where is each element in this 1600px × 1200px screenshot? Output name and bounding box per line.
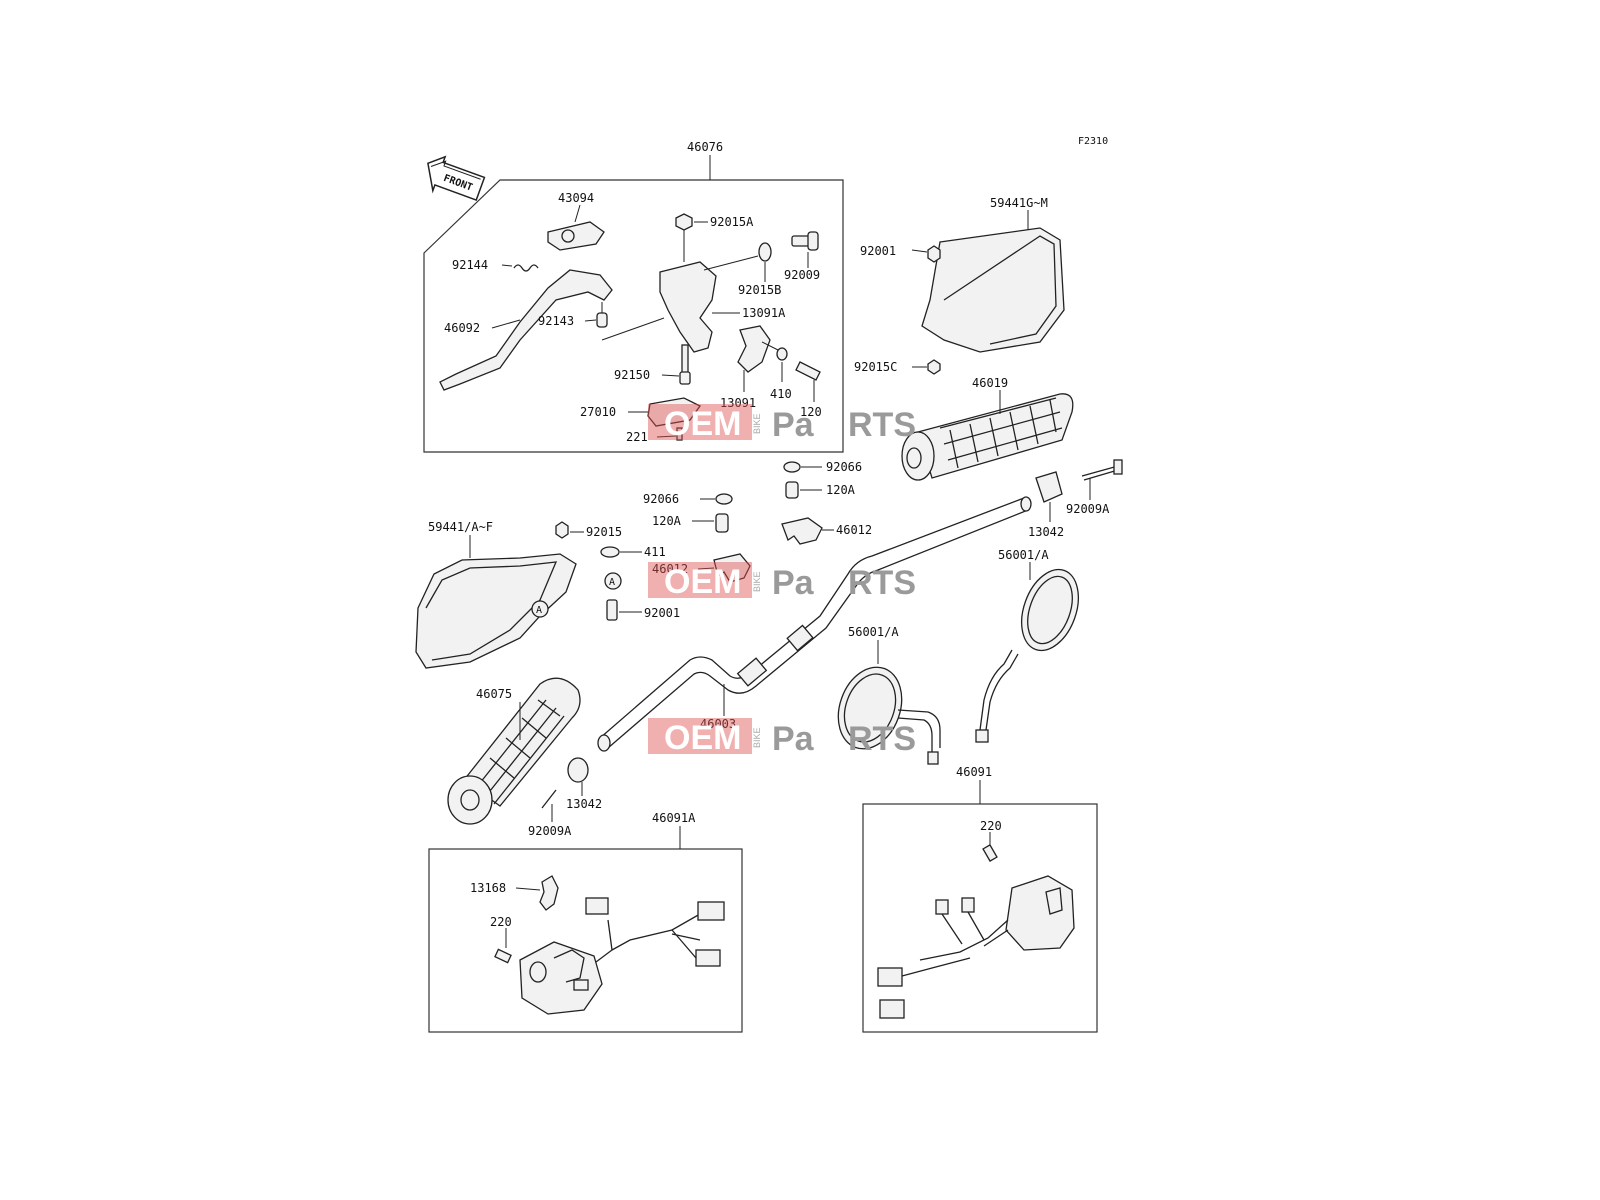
svg-text:OEM: OEM [664,405,741,443]
grip-left-46075 [447,677,581,825]
label-46092: 46092 [444,321,480,335]
label-220-right: 220 [980,819,1002,833]
svg-text:OEM: OEM [664,563,741,601]
clamp-set-left [692,493,751,583]
handguard-right [911,210,1065,375]
switch-right-group [862,780,1098,1033]
screw-92009 [791,231,819,268]
callout-marker-a-2 [531,600,549,618]
label-92015A: 92015A [710,215,754,229]
svg-text:Pa: Pa [772,406,815,444]
weight-13042-right [1035,471,1063,522]
watermark-1: OEM BIKE Pa RTS [648,404,916,444]
label-46012-left: 46012 [652,562,688,576]
screw-92009A-left [541,789,557,822]
weight-13042-left [567,757,589,796]
lever-assembly-group: 46076 43094 92144 46092 92143 [423,140,844,453]
figure-code: F2310 [1078,136,1108,147]
svg-text:RTS: RTS [848,406,916,444]
screw-92009A-right [1081,459,1123,500]
clamp-13091 [737,325,771,392]
callout-marker-a-1 [604,572,622,590]
grip-right-46019 [901,390,1074,481]
label-411: 411 [644,545,666,559]
label-220-left: 220 [490,915,512,929]
svg-text:RTS: RTS [848,564,916,602]
watermark-2: OEM BIKE Pa RTS [648,562,916,602]
screw-221 [656,427,683,441]
label-92015B: 92015B [738,283,781,297]
label-92009A-right: 92009A [1066,502,1110,516]
svg-text:BIKE: BIKE [752,571,762,592]
handguard-left: A A [415,521,642,669]
label-92001-left: 92001 [644,606,680,620]
dust-cover-43094 [547,204,605,251]
label-13042-right: 13042 [1028,525,1064,539]
label-92143: 92143 [538,314,574,328]
label-43094: 43094 [558,191,594,205]
label-13091A: 13091A [742,306,786,320]
label-56001A-right: 56001/A [998,548,1049,562]
collar-92143 [584,302,608,328]
svg-text:Pa: Pa [772,564,815,602]
label-46091: 46091 [956,765,992,779]
label-92009A-left: 92009A [528,824,572,838]
label-92009: 92009 [784,268,820,282]
bolt-92150 [661,344,691,385]
svg-text:BIKE: BIKE [752,413,762,434]
spring-92144 [501,264,539,272]
label-13168: 13168 [470,881,506,895]
label-92066-left: 92066 [643,492,679,506]
label-27010: 27010 [580,405,616,419]
washer-410 [761,341,788,382]
callout-marker-a-label-2: A [536,605,542,616]
label-59441A-F: 59441/A~F [428,520,493,534]
svg-text:Pa: Pa [772,720,815,758]
watermark-3: OEM BIKE Pa RTS [648,718,916,758]
lever-assembly-frame [423,179,844,453]
label-59441G-M: 59441G~M [990,196,1048,210]
label-46091A: 46091A [652,811,696,825]
label-92015: 92015 [586,525,622,539]
label-46076: 46076 [687,140,723,154]
label-46075: 46075 [476,687,512,701]
label-120A-left: 120A [652,514,682,528]
label-46003: 46003 [700,717,736,731]
label-46012-right: 46012 [836,523,872,537]
label-92150: 92150 [614,368,650,382]
clamp-set-right [781,461,834,545]
svg-text:RTS: RTS [848,720,916,758]
label-221: 221 [626,430,648,444]
mirror-left-56001A [837,640,941,765]
label-13042-left: 13042 [566,797,602,811]
bolt-120 [795,361,821,402]
clutch-lever-46092 [439,269,613,391]
switch-27010 [628,397,701,427]
switch-left-group [428,826,743,1033]
mirror-right-56001A [975,562,1079,743]
label-92001-top: 92001 [860,244,896,258]
callout-marker-a-label-1: A [609,577,615,588]
label-13091: 13091 [720,396,756,410]
label-92015C: 92015C [854,360,897,374]
label-120A-right: 120A [826,483,856,497]
label-92144: 92144 [452,258,488,272]
label-92066-right: 92066 [826,460,862,474]
label-410: 410 [770,387,792,401]
handlebar-46003 [597,496,1032,752]
label-120: 120 [800,405,822,419]
switch-left-frame [428,848,743,1033]
washer-92015B [758,242,772,282]
label-46019: 46019 [972,376,1008,390]
label-56001A-left: 56001/A [848,625,899,639]
nut-92015A [675,213,708,231]
lever-holder-13091A [601,230,759,353]
svg-text:BIKE: BIKE [752,727,762,748]
front-arrow-icon: FRONT [427,155,486,201]
svg-text:OEM: OEM [664,719,741,757]
